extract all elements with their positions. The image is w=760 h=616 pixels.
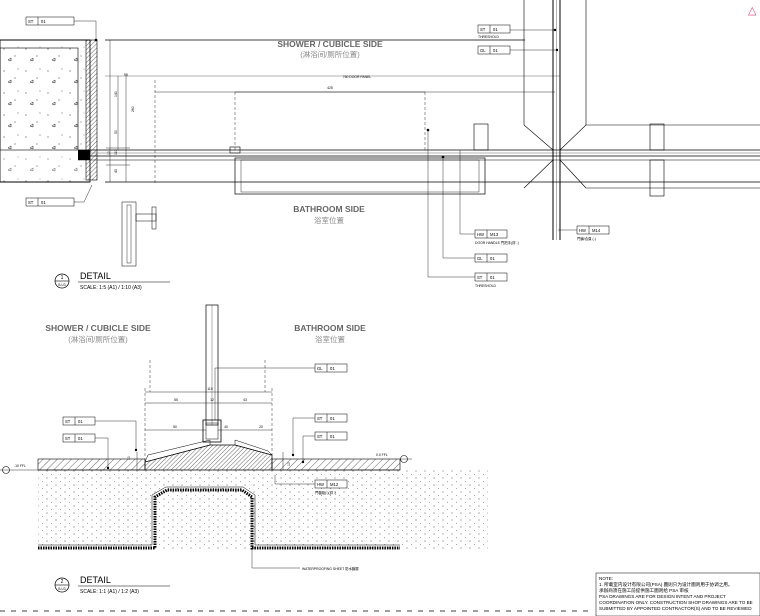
svg-text:HW: HW (317, 482, 324, 487)
svg-text:M12: M12 (330, 482, 339, 487)
detail1-door-panel-dim: 760 DOOR PANEL (343, 75, 372, 79)
detail1-dim-140: 140 (114, 91, 118, 97)
detail2-dim-10-right: 10 (287, 462, 291, 466)
svg-text:ST: ST (477, 275, 483, 280)
detail1-title-block: 1 B-U3 DETAIL SCALE: 1:5 (A1) / 1:10 (A3… (54, 271, 170, 291)
detail1-shower-side-label: SHOWER / CUBICLE SIDE (277, 39, 383, 49)
svg-text:ST: ST (480, 27, 486, 32)
svg-text:ST: ST (65, 419, 71, 424)
tag-st-top-left: ST 01 (25, 16, 75, 26)
detail-2-section (0, 304, 488, 569)
detail2-dim-10-left: 10 (127, 456, 131, 460)
detail2-dim-110: 110 (207, 387, 213, 391)
notes-line1: PSA DRAWINGS ARE FOR DESIGN INTENT AND P… (599, 594, 726, 599)
svg-text:M13: M13 (490, 232, 499, 237)
detail2-dim-20: 20 (259, 425, 263, 429)
svg-text:HW: HW (477, 232, 484, 237)
detail2-shower-side-label: SHOWER / CUBICLE SIDE (45, 323, 151, 333)
detail1-dim-50: 50 (114, 130, 118, 134)
svg-text:01: 01 (41, 200, 46, 205)
detail1-dim-98: 98 (124, 73, 128, 77)
notes-box: NOTE: 1. 所載室内设计有限公司(PSA) 圖則只为设计圖则用于协调之用。… (595, 572, 760, 616)
svg-text:ST: ST (317, 434, 323, 439)
detail1-dim-110: 110 (114, 149, 118, 155)
svg-text:ST: ST (317, 416, 323, 421)
detail2-number: 2 (61, 579, 64, 585)
detail1-number: 1 (61, 275, 64, 281)
svg-text:01: 01 (330, 434, 335, 439)
svg-text:01: 01 (493, 48, 498, 53)
svg-text:THRESHOLD: THRESHOLD (478, 35, 499, 39)
detail2-title: DETAIL (80, 575, 111, 585)
svg-text:M14: M14 (592, 228, 601, 233)
tag-st-threshold-top-right: ST 01 THRESHOLD (477, 24, 511, 39)
detail1-shower-side-cn: (淋浴间/厕所位置) (300, 49, 360, 59)
svg-text:門鎖/合頁 (-): 門鎖/合頁 (-) (577, 236, 596, 241)
detail1-dim-260: 260 (131, 106, 135, 112)
detail2-waterproofing-note: WATERPROOFING SHEET 防水膜層 (302, 566, 359, 571)
notes-heading: NOTE: (599, 576, 613, 581)
detail1-scale: SCALE: 1:5 (A1) / 1:10 (A3) (80, 285, 142, 291)
tag-d2-hw-m12: HW M12 門檔吸(-)(詳 -) (314, 479, 348, 495)
detail2-dim-12: 12 (210, 398, 214, 402)
svg-text:ST: ST (28, 19, 34, 24)
detail1-sheet-ref: B-U3 (58, 283, 65, 287)
svg-text:01: 01 (78, 419, 83, 424)
svg-text:THRESHOLD: THRESHOLD (475, 284, 496, 288)
svg-text:GL: GL (480, 48, 486, 53)
svg-text:GL: GL (317, 366, 323, 371)
tag-d2-st-a: ST 01 (62, 416, 96, 426)
detail2-sheet-ref: B-U3 (58, 587, 65, 591)
notes-line2: COORDINATION ONLY. CONSTRUCTION SHOP DRA… (599, 600, 753, 605)
svg-text:DOOR HANDLE 門把手(詳 -): DOOR HANDLE 門把手(詳 -) (475, 240, 519, 245)
detail1-dim-10: 10 (107, 151, 111, 155)
detail2-shower-side-cn: (淋浴间/厕所位置) (68, 334, 128, 344)
detail2-dim-55: 55 (174, 398, 178, 402)
notes-line3: SUBMITTED BY APPOINTED CONTRACTOR(S) AND… (599, 606, 752, 611)
tag-hw-m13: HW M13 DOOR HANDLE 門把手(詳 -) (474, 229, 519, 245)
detail2-bathroom-side-cn: 浴室位置 (315, 334, 345, 344)
tag-d2-st-c: ST 01 (314, 413, 348, 423)
detail2-ffl-left: -10 FFL (14, 464, 26, 468)
svg-text:GL: GL (477, 256, 483, 261)
tag-gl-mid: GL 01 (474, 253, 508, 263)
svg-text:01: 01 (41, 19, 46, 24)
notes-cn-line2: 承辦商须在施工前提供施工圖则给 PSA 审核 (599, 587, 689, 594)
svg-text:01: 01 (330, 416, 335, 421)
svg-text:01: 01 (490, 275, 495, 280)
detail2-bathroom-side-label: BATHROOM SIDE (294, 323, 366, 333)
svg-text:01: 01 (78, 436, 83, 441)
tag-d2-gl: GL 01 (314, 363, 348, 373)
detail1-bathroom-side-label: BATHROOM SIDE (293, 204, 365, 214)
tag-gl-top-right: GL 01 (477, 45, 511, 55)
svg-text:01: 01 (490, 256, 495, 261)
detail1-dim-43: 43 (114, 169, 118, 173)
tag-hw-m14: HW M14 門鎖/合頁 (-) (576, 225, 610, 241)
detail2-dim-40: 40 (224, 425, 228, 429)
svg-text:ST: ST (28, 200, 34, 205)
detail-1-plan (0, 0, 760, 278)
tag-d2-st-b: ST 01 (62, 433, 96, 443)
detail2-dim-43: 43 (243, 398, 247, 402)
svg-text:01: 01 (493, 27, 498, 32)
detail2-dim-50: 50 (173, 425, 177, 429)
svg-text:門檔吸(-)(詳 -): 門檔吸(-)(詳 -) (315, 490, 336, 495)
detail2-ffl-right: 0.0 FFL (376, 453, 388, 457)
tag-st-bottom-left: ST 01 (25, 197, 75, 207)
detail1-dim-425: 425 (327, 86, 333, 90)
tag-st-threshold: ST 01 THRESHOLD (474, 272, 508, 288)
svg-text:ST: ST (65, 436, 71, 441)
svg-text:01: 01 (330, 366, 335, 371)
detail2-scale: SCALE: 1:1 (A1) / 1:2 (A3) (80, 589, 139, 595)
detail1-title: DETAIL (80, 271, 111, 281)
svg-text:HW: HW (579, 228, 586, 233)
detail1-bathroom-side-cn: 浴室位置 (314, 215, 344, 225)
notes-cn-line1: 1. 所載室内设计有限公司(PSA) 圖則只为设计圖则用于协调之用。 (599, 581, 732, 588)
tag-d2-st-d: ST 01 (314, 431, 348, 441)
revision-warning-icon: △ (748, 5, 757, 17)
detail2-title-block: 2 B-U3 DETAIL SCALE: 1:1 (A1) / 1:2 (A3) (54, 575, 170, 595)
